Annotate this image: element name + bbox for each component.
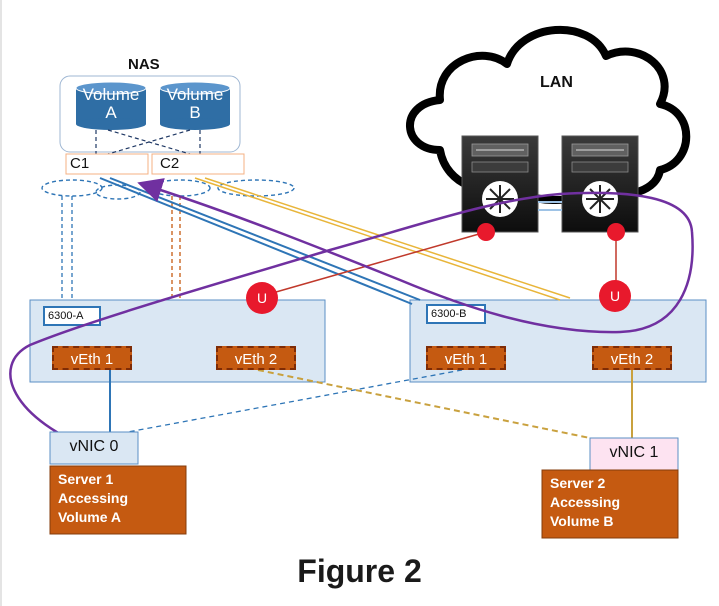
vnic1-box: [589, 437, 679, 471]
server2-line3: Volume B: [550, 513, 614, 529]
uplink-marker-b: [599, 280, 631, 312]
uplink-marker-a-label: U: [256, 290, 268, 306]
lan-switch-left: [461, 135, 539, 233]
volume-a-letter: A: [105, 103, 117, 122]
server2-line1: Server 2: [550, 475, 606, 491]
lan-title: LAN: [540, 74, 573, 91]
server1-line1: Server 1: [58, 471, 114, 487]
volume-b-label: Volume B: [160, 86, 230, 122]
fabric-a-tag: [43, 306, 101, 326]
fabric-b-label: 6300-B: [431, 308, 467, 320]
controller-c2-label: C2: [160, 155, 180, 172]
vnic0-box: [49, 431, 139, 465]
link-veth2-a-vnic1: [257, 369, 591, 439]
nas-port-groups: [41, 179, 295, 200]
volume-b-cylinder: [159, 81, 231, 130]
server2-line2: Accessing: [550, 494, 621, 510]
uplink-marker-a: [246, 282, 278, 314]
nas-internal-links: [95, 129, 201, 155]
volume-b-name: Volume: [166, 85, 224, 104]
server1-line3: Volume A: [58, 509, 122, 525]
uplink-dot-left: [477, 223, 495, 241]
uplink-a-line: [261, 231, 487, 297]
volume-a-label: Volume A: [76, 86, 146, 122]
volume-a-name: Volume: [82, 85, 140, 104]
lan-cloud: [406, 25, 691, 205]
server2-box: [541, 469, 679, 539]
lan-switch-right: [561, 135, 639, 233]
vnic1-label: vNIC 1: [609, 444, 659, 461]
server1-box: [49, 465, 187, 535]
volume-b-letter: B: [189, 103, 201, 122]
nas-title: NAS: [128, 56, 160, 73]
server2-text: Server 2 Accessing Volume B: [550, 474, 620, 531]
vnic0-label: vNIC 0: [69, 438, 119, 455]
fabric-b-tag: [426, 304, 486, 324]
volume-a-cylinder: [75, 81, 147, 130]
fabric-a-veth1: vEth 1: [52, 346, 132, 370]
uplink-marker-b-label: U: [609, 288, 621, 304]
server1-line2: Accessing: [58, 490, 129, 506]
uplink-dot-right: [607, 223, 625, 241]
figure-caption: Figure 2: [297, 553, 422, 589]
fabric-b-veth2: vEth 2: [592, 346, 672, 370]
server1-text: Server 1 Accessing Volume A: [58, 470, 128, 527]
fabric-a-label: 6300-A: [48, 310, 84, 322]
fabric-b-veth1: vEth 1: [426, 346, 506, 370]
controller-c2-box: [151, 153, 245, 175]
controller-c1-box: [65, 153, 149, 175]
controller-c1-label: C1: [70, 155, 90, 172]
link-veth1-b-vnic0: [127, 369, 463, 433]
fabric-a-veth2: vEth 2: [216, 346, 296, 370]
purple-flow-path: [9, 178, 694, 454]
